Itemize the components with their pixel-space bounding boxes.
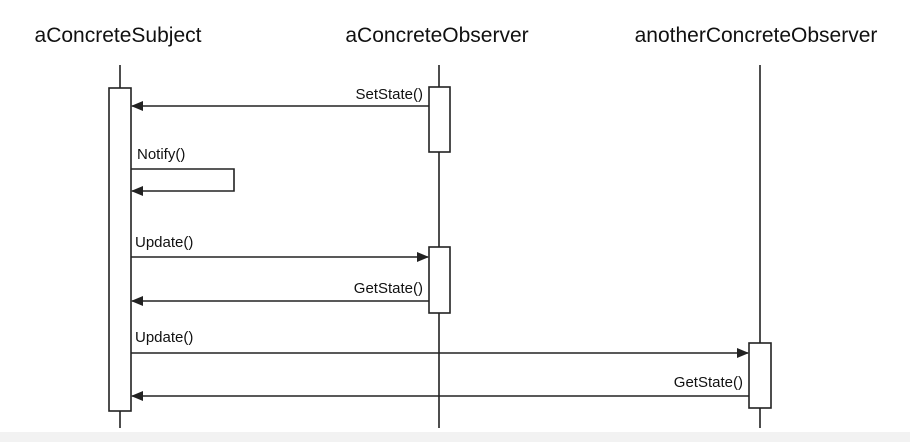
observer-activation-setstate [428,86,451,153]
getstate-label-2: GetState() [674,374,743,391]
update-label-2: Update() [135,329,193,346]
participant-observer-label: aConcreteObserver [345,24,528,47]
getstate-label-1: GetState() [354,280,423,297]
setstate-label: SetState() [355,86,423,103]
observer-activation-update [428,246,451,314]
notify-label: Notify() [137,146,185,163]
update-label-1: Update() [135,234,193,251]
bottom-strip [0,432,910,442]
subject-activation [108,87,132,412]
another-observer-activation [748,342,772,409]
participant-subject-label: aConcreteSubject [35,24,202,47]
notify-arrow [131,168,235,196]
participant-another-observer-label: anotherConcreteObserver [635,24,878,47]
